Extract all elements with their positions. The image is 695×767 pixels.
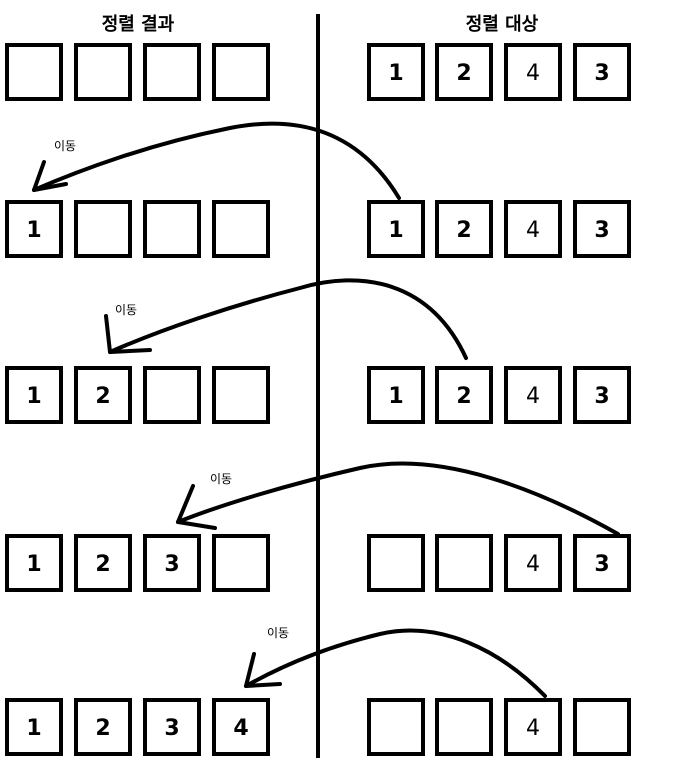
- target-cell: [504, 366, 562, 424]
- result-cell: [212, 534, 270, 592]
- move-label: 이동: [115, 303, 137, 317]
- target-cell: [435, 200, 493, 258]
- sort-step-row: 1 2 3 4 4: [5, 698, 631, 756]
- target-cell-value: 1: [388, 61, 403, 86]
- target-cell: [367, 200, 425, 258]
- target-cell: [435, 43, 493, 101]
- sort-step-row: 1 2 3 4 3: [5, 534, 631, 592]
- target-cell: [367, 698, 425, 756]
- result-cell: [143, 43, 201, 101]
- result-cell: [212, 43, 270, 101]
- result-cell-value: 2: [95, 716, 110, 741]
- move-label: 이동: [267, 626, 289, 640]
- result-cell: [5, 43, 63, 101]
- target-cell: [504, 43, 562, 101]
- result-cell: [143, 698, 201, 756]
- result-cell: [5, 366, 63, 424]
- target-cell-value: 3: [594, 61, 609, 86]
- sort-step-row: 1 2 1 2 4 3: [5, 366, 631, 424]
- target-cell: [435, 698, 493, 756]
- result-cell: [5, 534, 63, 592]
- target-cell-value: 4: [526, 384, 540, 409]
- target-cell-value: 3: [594, 384, 609, 409]
- result-cell-value: 2: [95, 552, 110, 577]
- target-cell: [367, 366, 425, 424]
- target-cell-value: 4: [526, 61, 540, 86]
- arrow-curve: [244, 628, 547, 698]
- result-cell: [74, 698, 132, 756]
- target-cell-value: 1: [388, 384, 403, 409]
- result-cell: [5, 200, 63, 258]
- target-cell-value: 1: [388, 218, 403, 243]
- result-cell: [143, 200, 201, 258]
- move-arrow: 이동: [32, 121, 401, 200]
- heading-sort-target: 정렬 대상: [466, 13, 539, 35]
- result-cell-value: 3: [164, 552, 179, 577]
- target-cell: [504, 200, 562, 258]
- target-cell: [504, 698, 562, 756]
- result-cell: [143, 366, 201, 424]
- move-arrow: 이동: [176, 461, 620, 536]
- target-cell-value: 2: [456, 384, 471, 409]
- result-cell: [74, 43, 132, 101]
- result-cell-value: 1: [26, 716, 41, 741]
- target-cell: [504, 534, 562, 592]
- target-cell-value: 3: [594, 552, 609, 577]
- move-label: 이동: [54, 139, 76, 153]
- target-cell-value: 4: [526, 552, 540, 577]
- heading-sort-result: 정렬 결과: [102, 13, 175, 35]
- arrow-head-icon: [244, 652, 282, 688]
- result-cell: [5, 698, 63, 756]
- result-cell-value: 1: [26, 552, 41, 577]
- result-cell-value: 4: [233, 716, 248, 741]
- target-cell-value: 4: [526, 716, 540, 741]
- arrow-curve: [32, 121, 401, 200]
- arrow-curve: [176, 461, 620, 536]
- sort-step-row: 1 1 2 4 3: [5, 200, 631, 258]
- result-cell: [212, 200, 270, 258]
- move-arrow: 이동: [244, 626, 547, 698]
- move-label: 이동: [210, 472, 232, 486]
- target-cell-value: 4: [526, 218, 540, 243]
- result-cell: [74, 366, 132, 424]
- target-cell: [367, 43, 425, 101]
- arrow-curve: [108, 278, 468, 360]
- target-cell-value: 3: [594, 218, 609, 243]
- sort-step-row: 1 2 4 3: [5, 43, 631, 101]
- result-cell: [74, 534, 132, 592]
- arrow-head-icon: [104, 314, 152, 354]
- target-cell: [573, 698, 631, 756]
- target-cell: [573, 200, 631, 258]
- result-cell-value: 1: [26, 218, 41, 243]
- result-cell: [212, 366, 270, 424]
- target-cell: [573, 534, 631, 592]
- arrow-head-icon: [32, 160, 68, 192]
- target-cell: [435, 366, 493, 424]
- result-cell: [212, 698, 270, 756]
- target-cell: [573, 366, 631, 424]
- target-cell: [367, 534, 425, 592]
- result-cell: [143, 534, 201, 592]
- result-cell-value: 1: [26, 384, 41, 409]
- result-cell-value: 3: [164, 716, 179, 741]
- target-cell: [435, 534, 493, 592]
- target-cell-value: 2: [456, 61, 471, 86]
- result-cell: [74, 200, 132, 258]
- move-arrow: 이동: [104, 278, 468, 360]
- target-cell: [573, 43, 631, 101]
- rows-layer: 1 2 4 3 1 1 2 4 3 1 2 1 2 4 3 1 2 3 4 3 1 2 3 4 4: [5, 43, 631, 756]
- arrow-head-icon: [176, 484, 217, 530]
- result-cell-value: 2: [95, 384, 110, 409]
- target-cell-value: 2: [456, 218, 471, 243]
